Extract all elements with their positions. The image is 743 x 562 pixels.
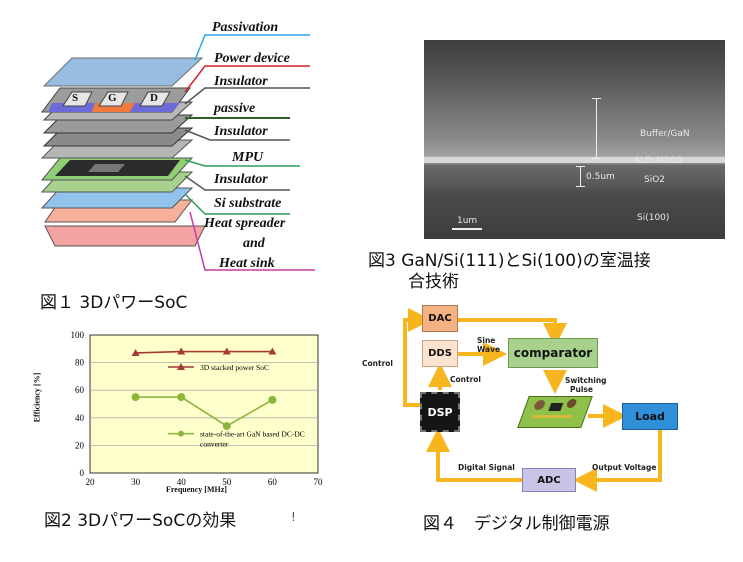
block-dsp: DSP — [420, 392, 460, 432]
label-heat-sink: Heat sink — [219, 256, 275, 271]
thickness-arrow-buffer — [596, 98, 597, 158]
label-si-substrate: Si substrate — [214, 196, 282, 211]
label-mpu: MPU — [232, 150, 264, 165]
label-wave: Wave — [477, 345, 501, 354]
y-tick-label: 60 — [75, 385, 85, 395]
label-control-mid: Control — [450, 375, 482, 384]
label-ald: ALD Al2O3 — [634, 156, 683, 166]
y-tick-label: 20 — [75, 440, 85, 450]
terminal-s: S — [72, 92, 79, 104]
series-line-1 — [135, 350, 273, 354]
label-insulator-1: Insulator — [214, 74, 268, 89]
label-switching: Switching — [565, 376, 607, 385]
label-sine: Sine — [477, 336, 496, 345]
label-scale: 1um — [457, 216, 478, 226]
block-comparator: comparator — [508, 338, 598, 368]
scale-bar — [452, 228, 482, 230]
chart-xlabel: Frequency [MHz] — [166, 485, 227, 494]
layer-passivation-shape — [42, 57, 204, 87]
series-line-2 — [135, 396, 273, 428]
legend-marker-2 — [178, 430, 184, 437]
block-dds: DDS — [422, 340, 458, 367]
series-point-1 — [177, 347, 186, 355]
y-tick-label: 40 — [75, 413, 85, 423]
label-sio2: SiO2 — [644, 175, 666, 185]
label-control-left: Control — [362, 359, 394, 368]
label-si100: Si(100) — [637, 213, 670, 223]
thickness-arrow-ald — [580, 166, 581, 186]
fig2-caption-mark: ! — [291, 510, 296, 524]
fig4-caption: 図４ デジタル制御電源 — [423, 514, 610, 534]
series-point-2 — [222, 422, 231, 431]
y-tick-label: 0 — [80, 468, 85, 478]
block-load: Load — [622, 403, 678, 430]
layer-heat-sink-shape — [44, 225, 206, 247]
block-adc: ADC — [522, 468, 576, 492]
plot-area — [89, 334, 319, 474]
label-power-device: Power device — [214, 51, 290, 66]
label-and: and — [243, 236, 265, 251]
fig2-caption: 図2 3DパワーSoCの効果 — [44, 511, 237, 531]
series-point-1 — [268, 347, 277, 355]
legend-marker-1 — [177, 362, 185, 370]
switching-board-image — [517, 396, 593, 428]
series-point-2 — [177, 393, 186, 402]
series-point-1 — [222, 347, 231, 355]
block-dac: DAC — [422, 305, 458, 332]
x-tick-label: 70 — [314, 477, 324, 487]
sem-bright-band — [424, 157, 725, 163]
x-tick-label: 30 — [131, 477, 141, 487]
legend-label-2-cont: converter — [200, 440, 229, 449]
label-heat-spreader: Heat spreader — [204, 216, 286, 231]
fig4-diagram: DAC DDS comparator DSP Load ADC Control … — [360, 300, 740, 500]
legend-label-2: state-of-the-art GaN based DC-DC — [200, 430, 305, 439]
chart-ylabel: Efficiency [%] — [32, 372, 42, 423]
series-point-2 — [268, 395, 277, 404]
fig1-caption: 図１ 3DパワーSoC — [40, 293, 188, 313]
x-tick-label: 50 — [222, 477, 232, 487]
legend-label-1: 3D stacked power SoC — [200, 363, 269, 372]
label-passive: passive — [214, 101, 256, 116]
fig3-caption-line2: 合技術 — [408, 272, 459, 292]
y-tick-label: 80 — [75, 358, 85, 368]
label-insulator-2: Insulator — [214, 124, 268, 139]
fig1-stack-diagram: Passivation Power device Insulator passi… — [0, 0, 330, 285]
x-tick-label: 40 — [177, 477, 187, 487]
label-passivation: Passivation — [212, 20, 279, 35]
terminal-d: D — [150, 92, 158, 104]
terminal-g: G — [108, 92, 117, 104]
y-tick-label: 100 — [71, 330, 85, 340]
label-digital-signal: Digital Signal — [458, 463, 515, 472]
label-insulator-3: Insulator — [214, 172, 268, 187]
series-point-2 — [131, 393, 140, 402]
fig3-sem-image: Buffer/GaN ALD Al2O3 0.5um SiO2 1um Si(1… — [424, 40, 725, 239]
label-pulse: Pulse — [570, 385, 593, 394]
fig3-caption-line1: 図3 GaN/Si(111)とSi(100)の室温接 — [368, 251, 651, 271]
x-tick-label: 60 — [268, 477, 278, 487]
fig1-stack-svg — [40, 34, 315, 271]
x-tick-label: 20 — [86, 477, 96, 487]
label-buffer-gan: Buffer/GaN — [640, 129, 690, 139]
label-thickness: 0.5um — [586, 172, 615, 182]
label-output-voltage: Output Voltage — [592, 463, 657, 472]
series-point-1 — [131, 348, 140, 356]
fig4-arrows-svg — [403, 308, 662, 492]
